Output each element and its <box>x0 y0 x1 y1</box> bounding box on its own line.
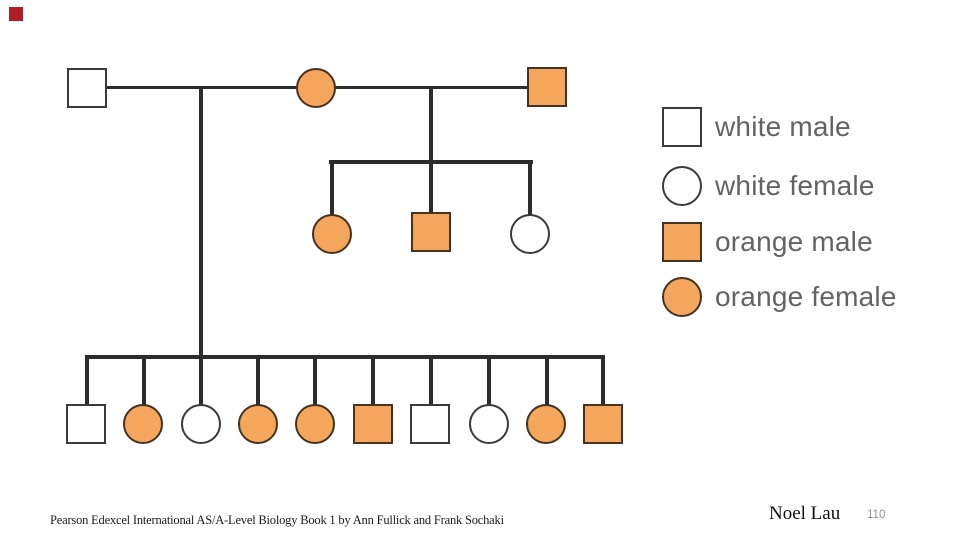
white-square-icon <box>662 107 702 147</box>
book-credit: Pearson Edexcel International AS/A-Level… <box>50 513 504 527</box>
descent-line <box>601 355 605 406</box>
person-gen3-10-orange-square <box>583 404 623 444</box>
legend-item: white female <box>662 166 875 206</box>
descent-line <box>487 355 491 406</box>
person-gen3-2-orange-circle <box>123 404 163 444</box>
legend-label: white male <box>715 111 851 142</box>
descent-line <box>429 355 433 406</box>
person-gen3-1-white-square <box>66 404 106 444</box>
descent-line <box>545 355 549 406</box>
descent-line <box>256 355 260 406</box>
descent-line-gen1-to-gen3 <box>199 86 203 359</box>
descent-line <box>313 355 317 406</box>
descent-line <box>330 160 334 216</box>
person-gen1-1-white-square <box>67 68 107 108</box>
person-gen2-2-orange-square <box>411 212 451 252</box>
legend-label: orange male <box>715 226 873 257</box>
red-marker <box>9 7 23 21</box>
descent-line <box>528 160 532 216</box>
person-gen3-4-orange-circle <box>238 404 278 444</box>
descent-line-marriage2 <box>429 86 433 162</box>
person-gen3-3-white-circle <box>181 404 221 444</box>
legend-item: orange male <box>662 222 873 262</box>
descent-line <box>85 355 89 406</box>
descent-line <box>142 355 146 406</box>
person-gen2-1-orange-circle <box>312 214 352 254</box>
legend-item: white male <box>662 107 851 147</box>
legend-item: orange female <box>662 277 897 317</box>
person-gen3-9-orange-circle <box>526 404 566 444</box>
white-circle-icon <box>662 166 702 206</box>
sibling-line-gen3 <box>85 355 605 359</box>
descent-line <box>371 355 375 406</box>
page-number: 110 <box>867 509 886 521</box>
person-gen1-2-orange-circle <box>296 68 336 108</box>
author-name: Noel Lau <box>769 503 841 524</box>
descent-line <box>429 160 433 214</box>
legend-label: orange female <box>715 281 897 312</box>
person-gen1-3-orange-square <box>527 67 567 107</box>
person-gen3-8-white-circle <box>469 404 509 444</box>
descent-line <box>199 355 203 406</box>
person-gen3-5-orange-circle <box>295 404 335 444</box>
person-gen3-7-white-square <box>410 404 450 444</box>
person-gen3-6-orange-square <box>353 404 393 444</box>
orange-square-icon <box>662 222 702 262</box>
orange-circle-icon <box>662 277 702 317</box>
person-gen2-3-white-circle <box>510 214 550 254</box>
legend-label: white female <box>715 170 875 201</box>
